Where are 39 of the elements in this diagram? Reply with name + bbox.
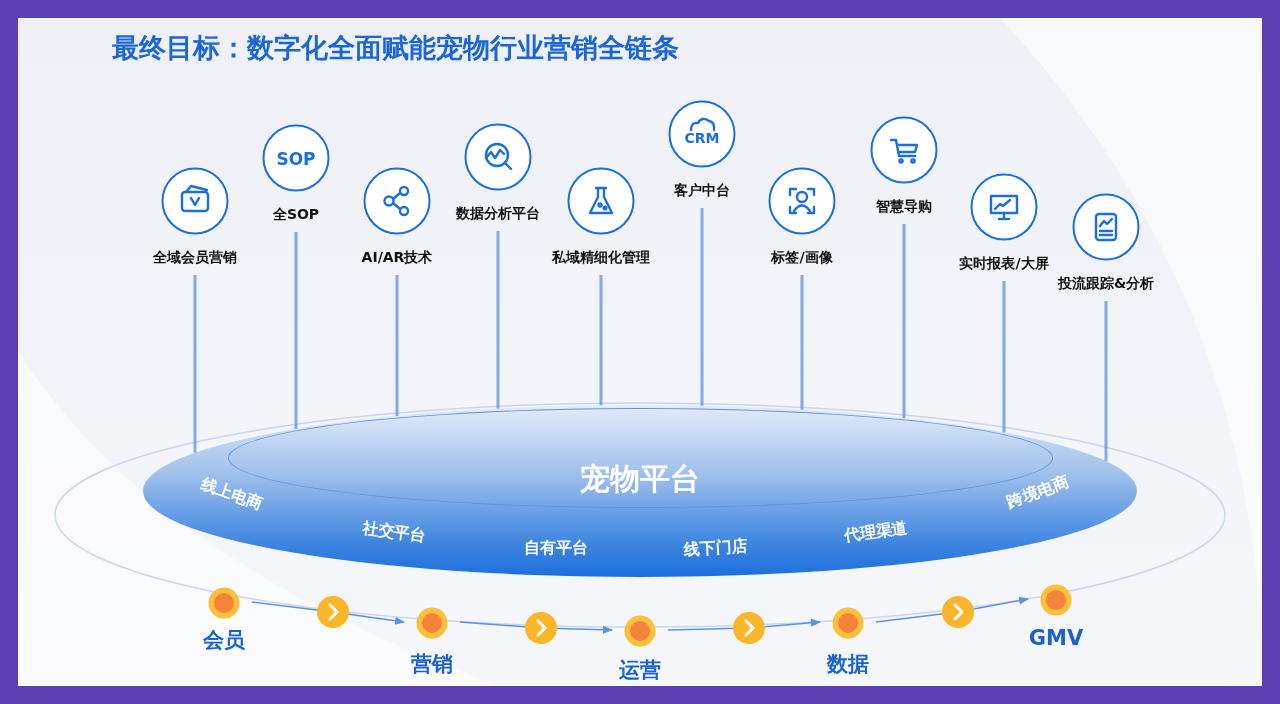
feature-label: 投流跟踪&分析 xyxy=(1056,275,1156,293)
feature-label: 标签/画像 xyxy=(770,249,834,267)
feature-label: 全域会员营销 xyxy=(152,249,238,267)
stage-label: 会员 xyxy=(202,627,246,654)
connector-line xyxy=(294,232,298,429)
connector-line xyxy=(800,275,804,410)
feature-label: 智慧导购 xyxy=(875,198,933,216)
connector-line xyxy=(193,275,197,453)
flow-arrow xyxy=(667,612,821,644)
channel-label: 代理渠道 xyxy=(842,517,910,548)
channel-label: 跨境电商 xyxy=(1004,471,1072,514)
flow-arrow xyxy=(459,612,613,644)
stage-label: 营销 xyxy=(410,651,454,678)
feature-label: 客户中台 xyxy=(673,182,731,200)
connector-line xyxy=(496,231,500,409)
channel-label: 线下门店 xyxy=(683,536,749,561)
feature-label: 实时报表/大屏 xyxy=(958,255,1050,273)
platform-title: 宠物平台 xyxy=(580,460,700,498)
stage-label: GMV xyxy=(1028,626,1084,650)
connector-line xyxy=(700,208,704,406)
feature-label: 全SOP xyxy=(271,206,321,224)
connector-line xyxy=(902,224,906,419)
feature-label: 私域精细化管理 xyxy=(551,249,651,267)
flow-arrow xyxy=(251,596,405,628)
channel-label: 自有平台 xyxy=(524,538,588,559)
channel-label: 社交平台 xyxy=(360,517,428,548)
connector-line xyxy=(395,275,399,416)
connector-line xyxy=(599,275,603,406)
flow-arrow xyxy=(875,596,1029,628)
sop-icon: SOP xyxy=(262,124,330,192)
stage-label: 运营 xyxy=(618,657,662,684)
feature-label: 数据分析平台 xyxy=(455,205,541,223)
cloud-icon: CRM xyxy=(668,100,736,168)
connector-line xyxy=(1002,281,1006,433)
channel-label: 线上电商 xyxy=(198,473,266,516)
title: 最终目标：数字化全面赋能宠物行业营销全链条 xyxy=(112,31,679,65)
connector-line xyxy=(1104,301,1108,462)
feature-label: AI/AR技术 xyxy=(360,249,434,267)
stage-label: 数据 xyxy=(825,651,870,678)
